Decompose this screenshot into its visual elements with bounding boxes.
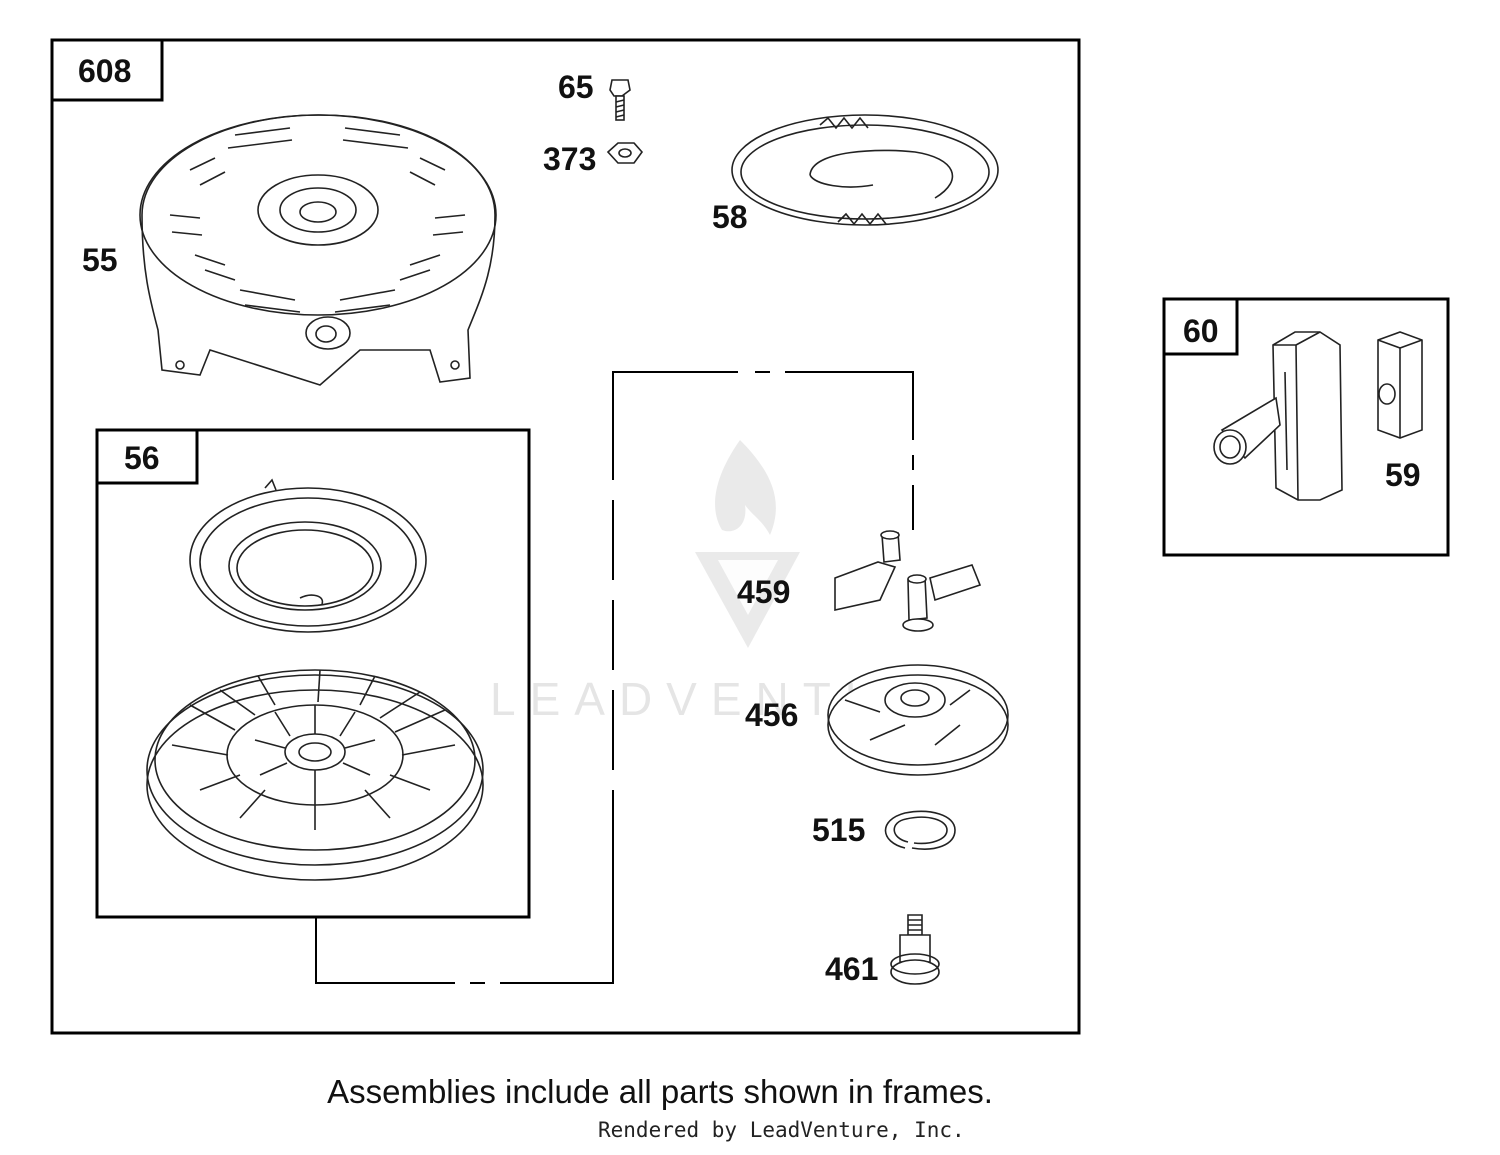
assembly-608-frame: 608 xyxy=(50,38,1081,1035)
nut-373[interactable] xyxy=(606,142,644,164)
leader-lines xyxy=(315,371,914,984)
part-59-label: 59 xyxy=(1385,457,1421,493)
part-55-label: 55 xyxy=(82,242,118,278)
assembly-60-label: 60 xyxy=(1183,313,1219,349)
bolt-65[interactable] xyxy=(609,79,631,121)
part-65-label: 65 xyxy=(558,69,594,105)
rope-58[interactable] xyxy=(731,114,999,226)
part-58-label: 58 xyxy=(712,199,748,235)
starter-handle-60[interactable] xyxy=(1213,331,1343,501)
part-515-label: 515 xyxy=(812,812,865,848)
assembly-56-label: 56 xyxy=(124,440,160,476)
assembly-56-frame: 56 xyxy=(95,428,531,919)
ratchet-456[interactable] xyxy=(827,664,1009,776)
caption: Assemblies include all parts shown in fr… xyxy=(327,1073,993,1110)
pawls-459[interactable] xyxy=(834,530,982,632)
part-459-label: 459 xyxy=(737,574,790,610)
starter-housing-55[interactable] xyxy=(139,114,497,386)
recoil-spring[interactable] xyxy=(189,478,427,633)
assembly-60-frame: 60 xyxy=(1162,297,1450,557)
credit: Rendered by LeadVenture, Inc. xyxy=(598,1118,965,1142)
handle-insert-59[interactable] xyxy=(1377,331,1423,439)
part-456-label: 456 xyxy=(745,697,798,733)
part-461-label: 461 xyxy=(825,951,878,987)
retainer-ring-515[interactable] xyxy=(884,810,956,850)
screw-461[interactable] xyxy=(890,914,940,985)
part-373-label: 373 xyxy=(543,141,596,177)
starter-pulley[interactable] xyxy=(146,669,484,881)
assembly-608-label: 608 xyxy=(78,53,131,89)
